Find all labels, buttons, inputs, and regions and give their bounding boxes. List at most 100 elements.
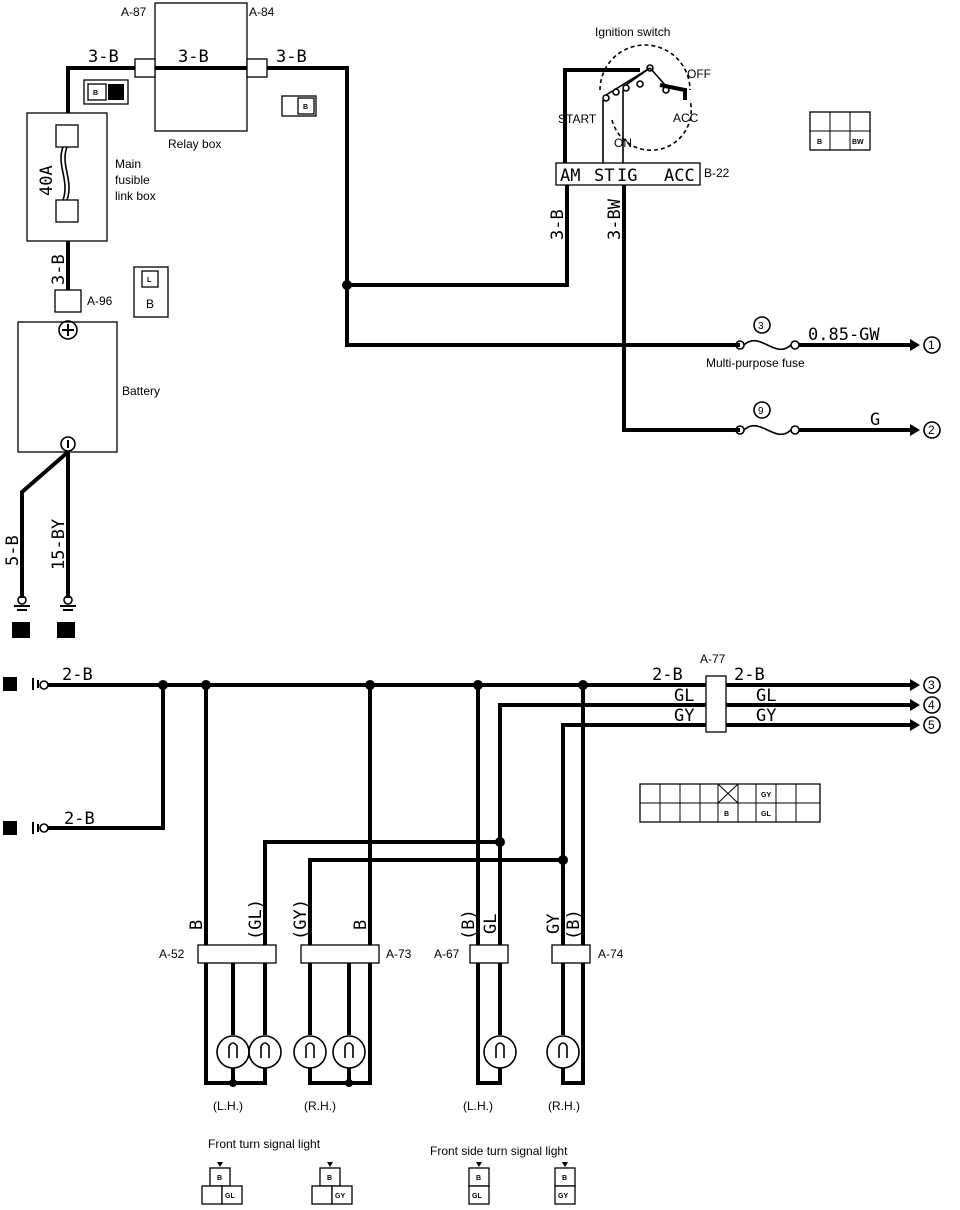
fusible-label-3: link box: [115, 189, 156, 203]
label-off: OFF: [687, 67, 711, 81]
wire-label-b-a73: B: [351, 920, 371, 930]
ground-icon: [3, 821, 49, 835]
label-start: START: [558, 112, 597, 126]
bulb-icon: [216, 1035, 250, 1069]
ground-icon: [57, 595, 76, 638]
wire-label-gl-a67: GL: [481, 914, 501, 934]
output-4: 4: [928, 698, 935, 712]
battery-label: Battery: [122, 384, 160, 398]
connector-icon-a73: B GY: [311, 1162, 353, 1205]
terminal-am: AM: [560, 166, 580, 186]
bulb-icon: [546, 1035, 580, 1069]
label-a67: A-67: [434, 947, 460, 961]
output-2: 2: [928, 423, 935, 437]
svg-text:B: B: [93, 90, 98, 97]
label-a74: A-74: [598, 947, 624, 961]
battery: [17, 321, 118, 453]
svg-text:GY: GY: [761, 792, 771, 799]
front-side-turn-signal-label: Front side turn signal light: [430, 1144, 568, 1158]
connector-icon-a96: L B: [133, 266, 169, 318]
bulb-icon: [483, 1035, 517, 1069]
relay-connector-left: [134, 58, 156, 78]
terminal-ig: IG: [617, 166, 637, 186]
fuse-40a-label: 40A: [37, 165, 57, 196]
connector-a52: [197, 944, 277, 964]
svg-text:GL: GL: [472, 1193, 482, 1200]
output-5-marker: [923, 716, 941, 734]
label-lh-2: (L.H.): [463, 1099, 493, 1113]
svg-text:B: B: [724, 811, 729, 818]
connector-icon-a74: B GY: [554, 1162, 576, 1205]
ground-icon: [3, 677, 49, 691]
ignition-switch-label: Ignition switch: [595, 25, 670, 39]
label-a84: A-84: [249, 5, 275, 19]
connector-icon-a52: B GL: [201, 1162, 243, 1205]
svg-text:B: B: [562, 1175, 567, 1182]
svg-text:9: 9: [758, 406, 764, 417]
connector-icon-a77: GY B GL: [639, 783, 821, 823]
wire-label-b-a67: (B): [459, 909, 479, 940]
svg-text:B: B: [327, 1175, 332, 1182]
svg-text:L: L: [147, 277, 152, 284]
label-a52: A-52: [159, 947, 185, 961]
label-on: ON: [614, 136, 632, 150]
wire-label-15by: 15-BY: [49, 519, 69, 570]
wire-label-gl-a52: (GL): [246, 899, 266, 940]
wire-label-gy-a74: GY: [544, 914, 564, 934]
label-a73: A-73: [386, 947, 412, 961]
front-turn-signal-label: Front turn signal light: [208, 1137, 321, 1151]
output-2-marker: [923, 421, 941, 439]
label-b22: B-22: [704, 166, 730, 180]
svg-text:B: B: [146, 297, 154, 311]
fusible-label-1: Main: [115, 157, 141, 171]
connector-icon-a67: B GL: [468, 1162, 490, 1205]
fuse-9: 9: [735, 401, 800, 436]
label-acc: ACC: [673, 111, 699, 125]
ignition-terminal-block: [555, 162, 701, 186]
wire-label-085gw: 0.85-GW: [808, 325, 880, 345]
wire-label-b-a74: (B): [564, 909, 584, 940]
bulb-icon: [248, 1035, 282, 1069]
connector-a77: [705, 675, 727, 733]
terminal-acc: ACC: [664, 166, 695, 186]
wire-label-5b: 5-B: [3, 535, 23, 566]
ignition-switch: [563, 44, 693, 163]
wire-label-gl-1: GL: [674, 686, 694, 706]
wire-label-2b-1: 2-B: [62, 665, 93, 685]
wire-label-3b-relay: 3-B: [178, 47, 209, 67]
svg-text:GL: GL: [225, 1193, 235, 1200]
label-rh-2: (R.H.): [548, 1099, 580, 1113]
relay-connector-right: [246, 58, 268, 78]
bulb-icon: [332, 1035, 366, 1069]
wire-label-3bw: 3-BW: [605, 198, 625, 240]
wire-label-gy-a73: (GY): [291, 899, 311, 940]
label-rh-1: (R.H.): [304, 1099, 336, 1113]
svg-text:B: B: [217, 1175, 222, 1182]
output-1-marker: [923, 336, 941, 354]
connector-icon-b22: B BW: [809, 111, 871, 151]
svg-text:GL: GL: [761, 811, 771, 818]
multi-purpose-fuse-label: Multi-purpose fuse: [706, 356, 805, 370]
svg-text:B: B: [817, 139, 822, 146]
svg-text:GY: GY: [335, 1193, 345, 1200]
relay-box-label: Relay box: [168, 137, 221, 151]
svg-text:3: 3: [758, 321, 764, 332]
fuse-3: 3: [735, 316, 800, 351]
svg-text:B: B: [476, 1175, 481, 1182]
connector-icon-a84: B: [281, 95, 317, 117]
connector-a96: [54, 289, 82, 313]
wire-label-gy-2: GY: [756, 706, 776, 726]
wire-label-3b-right: 3-B: [276, 47, 307, 67]
connector-icon-a87: B: [83, 79, 129, 105]
wire-label-3b-battery: 3-B: [49, 254, 69, 285]
svg-text:BW: BW: [852, 139, 864, 146]
output-3-marker: [923, 676, 941, 694]
label-a87: A-87: [121, 5, 147, 19]
wire-label-2b-3: 2-B: [652, 665, 683, 685]
output-1: 1: [928, 338, 935, 352]
wire-label-b-a52: B: [187, 920, 207, 930]
output-5: 5: [928, 718, 935, 732]
wire-label-3b-left: 3-B: [88, 47, 119, 67]
ground-icon: [12, 595, 30, 638]
